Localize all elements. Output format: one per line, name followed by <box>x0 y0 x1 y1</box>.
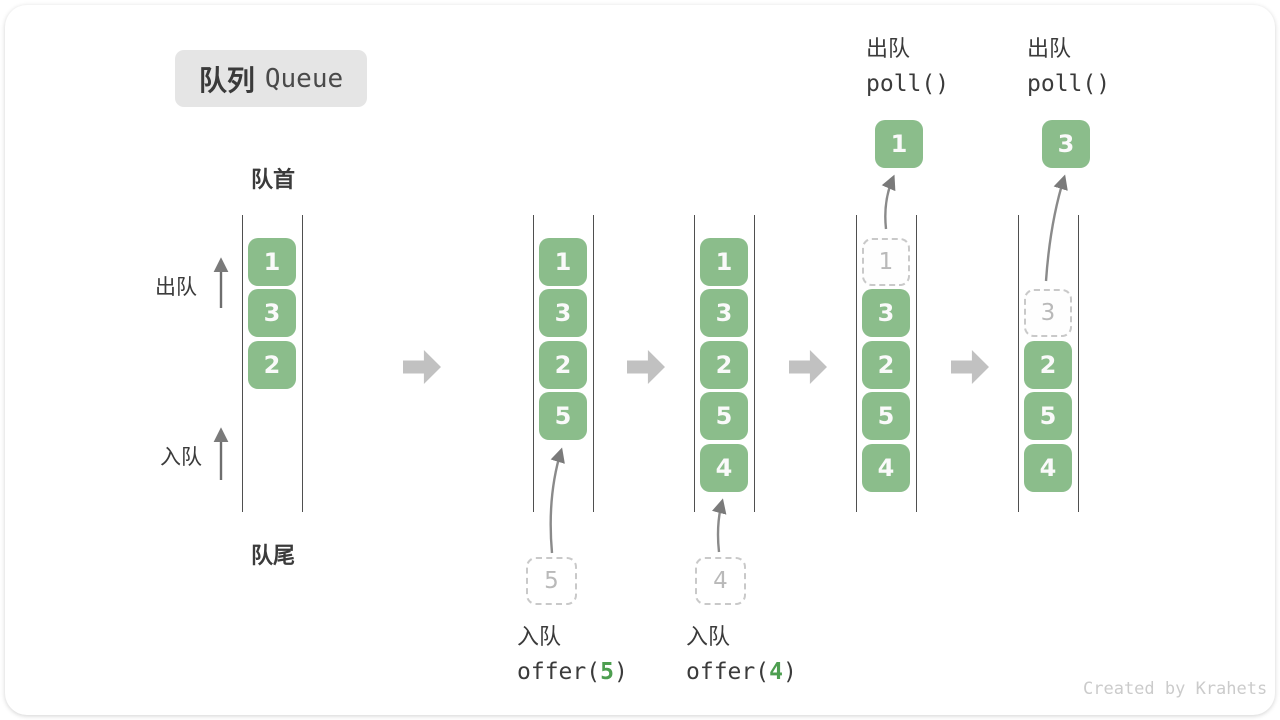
queue-rear-label: 队尾 <box>251 544 296 569</box>
poll-operation-label: 出队 poll() <box>1027 33 1110 101</box>
code-argument: 5 <box>600 659 614 685</box>
code-prefix: offer( <box>517 659 601 685</box>
code-suffix: ) <box>613 659 628 685</box>
queue-front-label: 队首 <box>251 168 296 193</box>
enqueue-op-label: 入队 <box>517 625 562 650</box>
code-suffix: ) <box>782 659 797 685</box>
queue-item: 2 <box>248 341 296 389</box>
next-state-arrow-icon <box>627 350 665 384</box>
queue-state-2: 1 3 2 5 <box>533 215 594 512</box>
queue-item: 1 <box>539 238 587 286</box>
poll-code: poll() <box>866 71 950 97</box>
queue-item: 2 <box>1024 341 1072 389</box>
pending-enqueue-item: 5 <box>526 557 577 605</box>
queue-item: 4 <box>1024 444 1072 492</box>
queue-item: 2 <box>700 341 748 389</box>
offer-4-operation-label: 入队 offer(4) <box>686 621 797 689</box>
offer-4-code: offer(4) <box>686 655 797 689</box>
removed-item-ghost: 1 <box>862 238 910 286</box>
queue-item: 4 <box>700 444 748 492</box>
next-state-arrow-icon <box>789 350 827 384</box>
code-prefix: offer( <box>686 659 770 685</box>
removed-item-ghost: 3 <box>1024 289 1072 337</box>
poll-operation-label: 出队 poll() <box>866 33 949 101</box>
queue-item: 3 <box>248 289 296 337</box>
queue-state-3: 1 3 2 5 4 <box>694 215 755 512</box>
queue-item: 1 <box>248 238 296 286</box>
next-state-arrow-icon <box>403 350 441 384</box>
queue-item: 3 <box>862 289 910 337</box>
queue-state-1: 1 3 2 <box>242 215 303 512</box>
offer-5-code: offer(5) <box>517 655 628 689</box>
enqueue-direction-label: 入队 <box>160 445 202 469</box>
code-argument: 4 <box>769 659 783 685</box>
queue-item: 5 <box>700 392 748 440</box>
poll-code: poll() <box>1027 71 1111 97</box>
queue-item: 4 <box>862 444 910 492</box>
title-english: Queue <box>264 63 344 94</box>
dequeue-direction-label: 出队 <box>155 275 197 299</box>
diagram-card: 队列 Queue 队首 队尾 出队 入队 1 3 2 1 3 2 5 5 入队 … <box>5 5 1275 715</box>
queue-item: 5 <box>1024 392 1072 440</box>
queue-item: 3 <box>539 289 587 337</box>
queue-item: 2 <box>862 341 910 389</box>
queue-item: 3 <box>700 289 748 337</box>
watermark-credit: Created by Krahets <box>1083 679 1268 699</box>
title-chinese: 队列 <box>198 63 255 97</box>
queue-state-5: 3 2 5 4 <box>1018 215 1079 512</box>
next-state-arrow-icon <box>951 350 989 384</box>
popped-item: 3 <box>1042 120 1090 168</box>
diagram-title: 队列 Queue <box>175 50 367 107</box>
dequeue-op-label: 出队 <box>1027 37 1072 62</box>
queue-item: 2 <box>539 341 587 389</box>
popped-item: 1 <box>875 120 923 168</box>
offer-5-operation-label: 入队 offer(5) <box>517 621 628 689</box>
queue-state-4: 1 3 2 5 4 <box>856 215 917 512</box>
queue-item: 5 <box>862 392 910 440</box>
dequeue-op-label: 出队 <box>866 37 911 62</box>
queue-item: 5 <box>539 392 587 440</box>
queue-item: 1 <box>700 238 748 286</box>
enqueue-op-label: 入队 <box>686 625 731 650</box>
pending-enqueue-item: 4 <box>695 557 746 605</box>
